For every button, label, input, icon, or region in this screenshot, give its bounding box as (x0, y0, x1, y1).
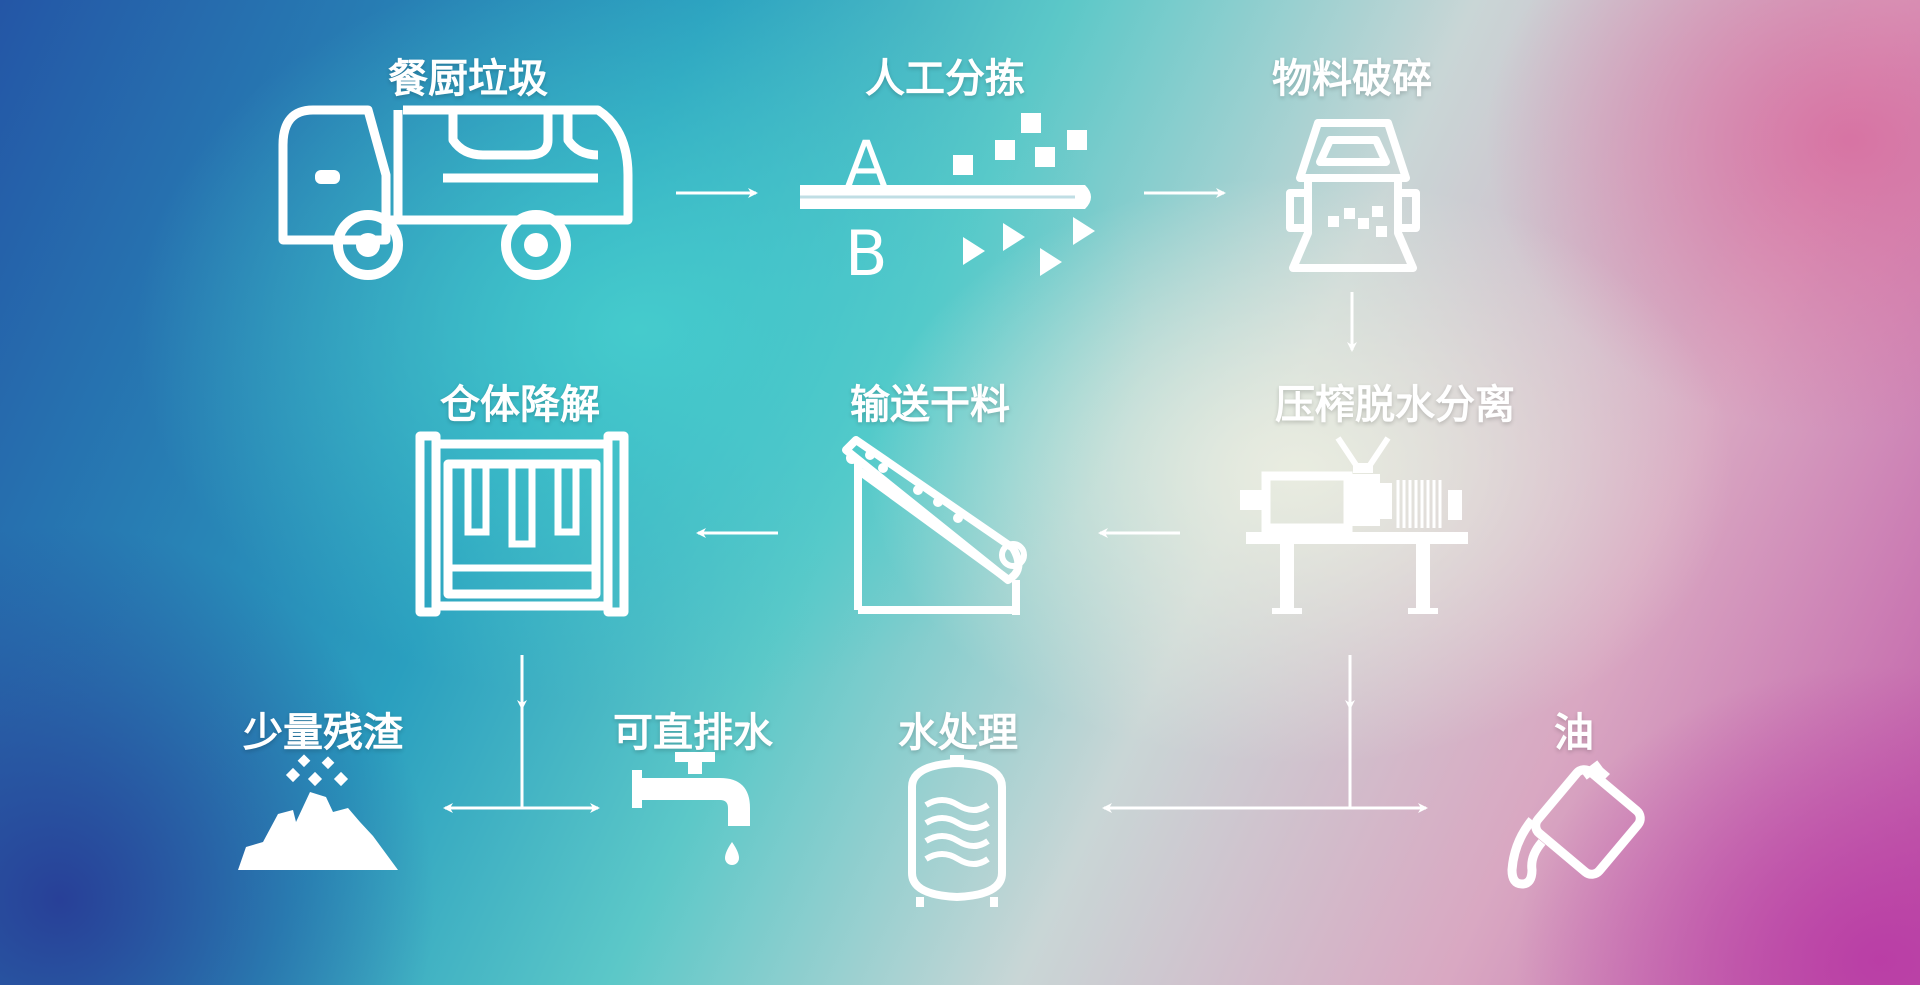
label-conveying: 输送干料 (850, 381, 1010, 428)
label-kitchen-waste: 餐厨垃圾 (388, 55, 548, 102)
label-water-treatment: 水处理 (898, 709, 1018, 756)
oil-can-icon (1507, 760, 1645, 889)
degradation-tank-icon (415, 431, 629, 617)
label-discharge-water: 可直排水 (613, 709, 773, 756)
press-machine-icon (1240, 436, 1468, 614)
water-tank-icon (908, 755, 1006, 907)
label-degradation: 仓体降解 (440, 381, 600, 428)
label-press-dewatering: 压榨脱水分离 (1275, 381, 1515, 428)
faucet-icon (632, 752, 750, 865)
garbage-truck-icon (278, 105, 633, 280)
sorting-icon: A B (800, 113, 1095, 285)
label-oil: 油 (1554, 709, 1594, 756)
crusher-icon (1286, 119, 1420, 272)
sorting-letter-b: B (845, 217, 888, 285)
label-residue: 少量残渣 (243, 709, 403, 756)
label-manual-sorting: 人工分拣 (865, 55, 1025, 102)
conveyor-icon (842, 436, 1027, 615)
label-crushing: 物料破碎 (1272, 55, 1432, 102)
residue-pile-icon (238, 754, 398, 870)
